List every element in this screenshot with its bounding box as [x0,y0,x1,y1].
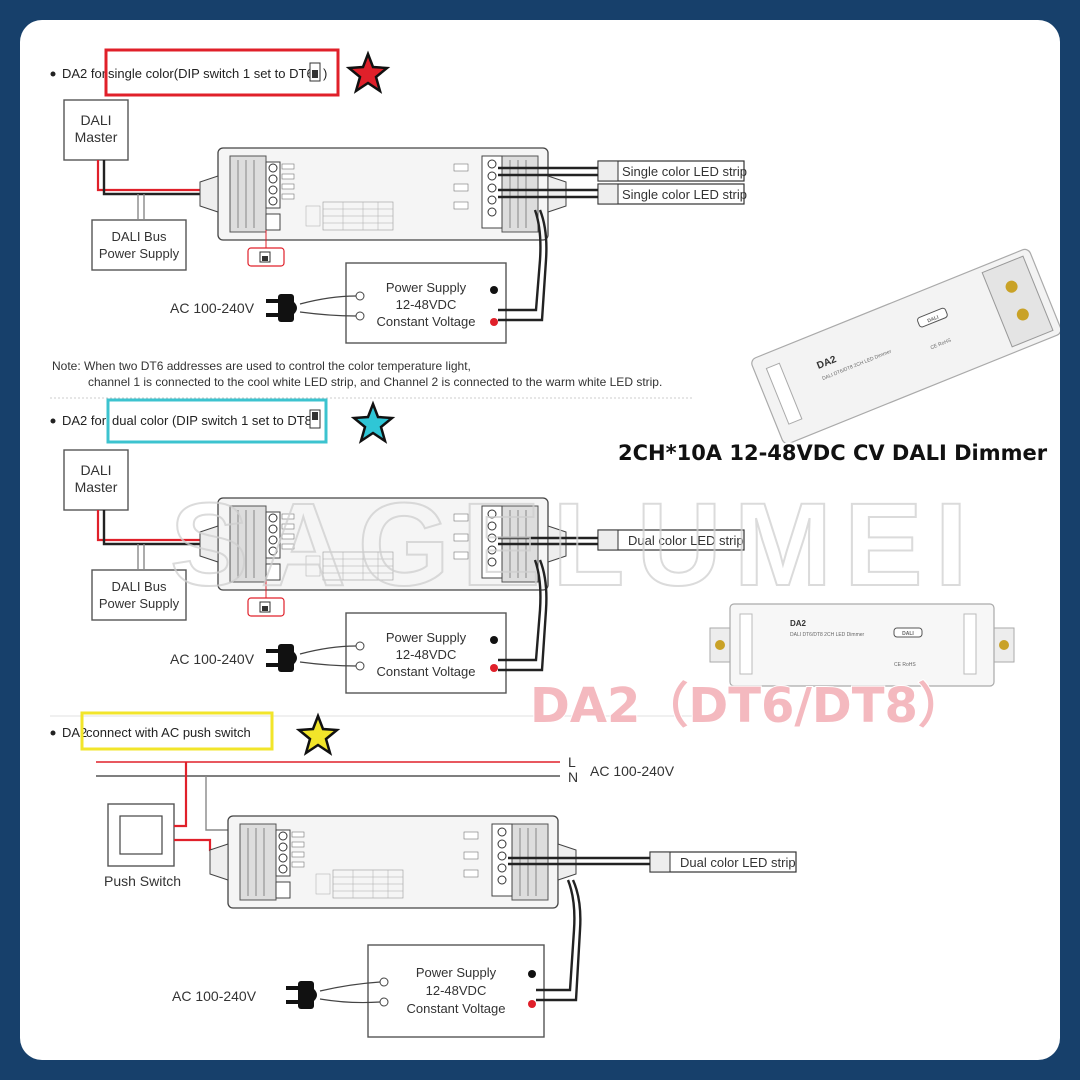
psu-voltage: 12-48VDC [426,983,487,998]
led-strip-label-1: Single color LED strip [622,164,747,179]
section-title-prefix: DA2 [62,725,87,740]
dali-bus-label: DALI Bus [112,229,167,244]
section-title-highlight: dual color (DIP switch 1 set to DT8 [112,413,312,428]
dali-master-box [63,99,129,161]
led-strip-label-dual: Dual color LED strip [680,855,796,870]
psu-label: Power Supply [416,965,497,980]
product-model: DA2 [790,619,807,628]
product-title: 2CH*10A 12-48VDC CV DALI Dimmer [618,441,1048,465]
watermark: SAGELUMEI [170,479,980,611]
bullet-icon [50,730,56,736]
ac-plug-icon [266,294,297,322]
wiring-diagram: DA2 for single color(DIP switch 1 set to… [50,48,1060,1038]
ac-mains-label: AC 100-240V [590,763,675,779]
dali-master-label-2: Master [75,479,118,495]
ac-input-label: AC 100-240V [172,988,257,1004]
section-push-switch: DA2 connect with AC push switch L N AC 1… [50,711,797,1038]
product-photo-angled: DA2 DALI DT6/DT8 2CH LED Dimmer DALI CE … [751,248,1060,445]
dip-switch-icon [309,62,321,82]
bullet-icon [50,71,56,77]
ac-plug-icon [266,644,297,672]
dali-bus-label: DALI Bus [112,579,167,594]
dip-switch-detail-icon [247,247,285,267]
psu-label: Power Supply [386,280,467,295]
dali-master-label: DALI [80,462,111,478]
psu-type: Constant Voltage [406,1001,505,1016]
neutral-label: N [568,769,578,785]
bullet-icon [50,418,56,424]
star-icon [295,712,341,756]
section-title-prefix: DA2 for [62,413,107,428]
dali-badge: DALI [902,631,914,637]
section-dual-color: DA2 for dual color (DIP switch 1 set to … [50,398,745,694]
power-supply-box [345,612,507,694]
led-strip-label-2: Single color LED strip [622,187,747,202]
dali-bus-label-2: Power Supply [99,246,180,261]
ac-plug-icon [286,981,317,1009]
dali-master-label-2: Master [75,129,118,145]
product-subtitle: DALI DT6/DT8 2CH LED Dimmer [790,632,865,638]
dali-master-label: DALI [80,112,111,128]
dali-bus-box [91,219,187,271]
push-switch [107,803,175,867]
dali-badge: DALI [927,314,941,324]
power-supply-box [345,262,507,344]
live-label: L [568,754,576,770]
dip-switch-icon [309,409,321,429]
note-line-2: channel 1 is connected to the cool white… [88,375,662,389]
highlight-box-red [104,48,340,97]
psu-type: Constant Voltage [376,314,475,329]
led-strip-label-dual: Dual color LED strip [628,533,744,548]
section-single-color: DA2 for single color(DIP switch 1 set to… [50,48,747,344]
da2-controller [209,815,577,909]
psu-voltage: 12-48VDC [396,297,457,312]
product-photo-flat: DA2 DALI DT6/DT8 2CH LED Dimmer DALI CE … [709,603,1015,687]
power-supply-box [367,944,545,1038]
note: Note: When two DT6 addresses are used to… [50,359,692,399]
highlight-box-cyan [106,398,328,444]
star-icon [345,50,391,94]
section-title-suffix: ) [323,66,327,81]
section-title-highlight: connect with AC push switch [86,725,251,740]
diagram-card: DA2 for single color(DIP switch 1 set to… [20,20,1060,1060]
section-title-prefix: DA2 for [62,66,107,81]
psu-label: Power Supply [386,630,467,645]
star-icon [350,400,396,444]
dali-master-box [63,449,129,511]
highlight-box-yellow [80,711,274,751]
brand-label: DA2（DT6/DT8） [530,678,966,734]
push-switch-label: Push Switch [104,873,181,889]
dali-bus-label-2: Power Supply [99,596,180,611]
note-line-1: Note: When two DT6 addresses are used to… [52,359,471,373]
psu-type: Constant Voltage [376,664,475,679]
section-title-highlight: single color(DIP switch 1 set to DT6 [108,66,314,81]
psu-voltage: 12-48VDC [396,647,457,662]
ac-input-label: AC 100-240V [170,300,255,316]
ac-input-label: AC 100-240V [170,651,255,667]
cert-label: CE RoHS [894,662,916,668]
dali-bus-box [91,569,187,621]
da2-controller [199,147,567,241]
